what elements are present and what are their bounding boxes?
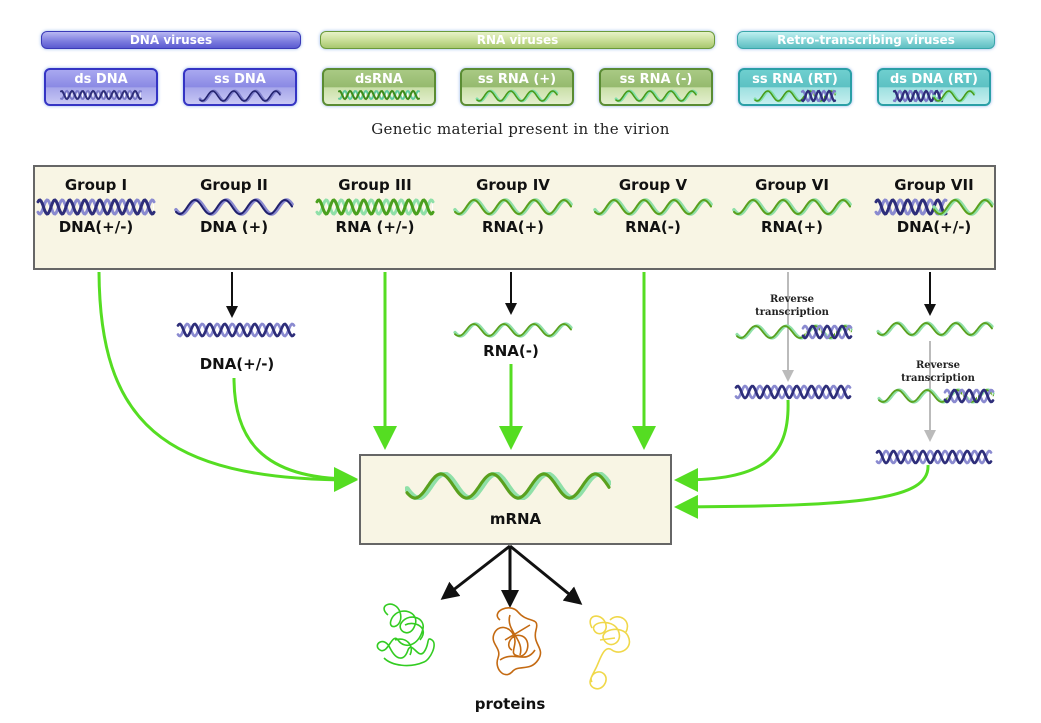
- group-name: Group I: [64, 176, 128, 194]
- dna-rna-hybrid-icon: [874, 198, 994, 216]
- ds-dna-helix-icon: [176, 322, 296, 338]
- protein-green-icon: [376, 603, 435, 667]
- group-name: Group VI: [755, 176, 829, 194]
- group-genome: RNA(-): [625, 218, 681, 236]
- rna-dna-hybrid-icon: [753, 89, 837, 103]
- ss-rna-strand-icon: [475, 89, 559, 103]
- tile-label: ss RNA (+): [477, 72, 557, 87]
- group-ii: Group II DNA (+): [169, 176, 299, 236]
- group-iii: Group III RNA (+/-): [310, 176, 440, 236]
- group-name: Group II: [200, 176, 268, 194]
- ds-rna-helix-icon: [338, 89, 420, 101]
- arrow-group-vi-dna-to-mrna: [674, 399, 790, 492]
- category-dna-viruses: DNA viruses: [41, 31, 301, 49]
- arrow-mrna-to-protein-1: [440, 544, 511, 600]
- ss-rna-strand-icon: [732, 198, 852, 216]
- dna-rna-hybrid-icon: [892, 89, 976, 103]
- tile-ss-dna: ss DNA: [183, 68, 297, 106]
- tile-ds-dna: ds DNA: [44, 68, 158, 106]
- group-vii: Group VII DNA(+/-): [869, 176, 999, 236]
- protein-yellow-icon: [589, 615, 631, 690]
- ss-rna-strand-icon: [453, 322, 573, 338]
- ds-dna-helix-icon: [734, 384, 852, 400]
- tile-dsrna: dsRNA: [322, 68, 436, 106]
- arrow-group-ii-intermediate-to-mrna: [232, 377, 358, 491]
- category-retro-transcribing-viruses: Retro-transcribing viruses: [737, 31, 995, 49]
- group-ii-intermediate-label: DNA(+/-): [199, 355, 275, 373]
- group-genome: DNA(+/-): [58, 218, 134, 236]
- group-vi: Group VI RNA(+): [727, 176, 857, 236]
- arrow-group-vii-dna-to-mrna: [674, 464, 930, 519]
- rna-dna-hybrid-icon: [735, 324, 853, 340]
- tile-ds-dna-rt: ds DNA (RT): [877, 68, 991, 106]
- tile-label: ss RNA (RT): [752, 72, 838, 87]
- ss-rna-strand-icon: [614, 89, 698, 103]
- ss-rna-strand-icon: [593, 198, 713, 216]
- ss-dna-strand-icon: [198, 89, 282, 103]
- tile-label: ds DNA: [74, 72, 128, 87]
- ds-dna-helix-icon: [60, 89, 142, 101]
- group-name: Group VII: [894, 176, 974, 194]
- group-genome: RNA (+/-): [335, 218, 415, 236]
- tile-ss-rna-plus: ss RNA (+): [460, 68, 574, 106]
- ds-dna-helix-icon: [36, 198, 156, 216]
- rna-dna-hybrid-icon: [877, 388, 995, 404]
- group-genome: DNA (+): [199, 218, 269, 236]
- mrna-strand-icon: [405, 472, 611, 500]
- group-name: Group IV: [476, 176, 550, 194]
- group-i: Group I DNA(+/-): [31, 176, 161, 236]
- ss-rna-strand-icon: [453, 198, 573, 216]
- tile-label: ss DNA: [214, 72, 266, 87]
- tile-label: dsRNA: [355, 72, 403, 87]
- group-vi-reverse-transcription-label: Reverse transcription: [755, 294, 829, 318]
- group-name: Group III: [338, 176, 412, 194]
- protein-orange-icon: [492, 607, 542, 676]
- baltimore-groups-box: [33, 165, 996, 270]
- arrow-mrna-to-protein-3: [509, 544, 583, 605]
- tile-label: ss RNA (-): [619, 72, 693, 87]
- tile-ss-rna-minus: ss RNA (-): [599, 68, 713, 106]
- group-iv-intermediate-label: RNA(-): [483, 342, 539, 360]
- group-vii-reverse-transcription-label: Reverse transcription: [901, 360, 975, 384]
- subtitle: Genetic material present in the virion: [371, 120, 670, 138]
- group-v: Group V RNA(-): [588, 176, 718, 236]
- ds-dna-helix-icon: [875, 449, 993, 465]
- ss-rna-strand-icon: [876, 321, 994, 337]
- group-iv: Group IV RNA(+): [448, 176, 578, 236]
- category-rna-viruses: RNA viruses: [320, 31, 715, 49]
- ss-dna-strand-icon: [174, 198, 294, 216]
- tile-label: ds DNA (RT): [889, 72, 978, 87]
- tile-ss-rna-rt: ss RNA (RT): [738, 68, 852, 106]
- proteins-label: proteins: [474, 695, 546, 713]
- mrna-label: mRNA: [489, 510, 542, 528]
- group-genome: RNA(+): [761, 218, 823, 236]
- ds-rna-helix-icon: [315, 198, 435, 216]
- group-genome: DNA(+/-): [896, 218, 972, 236]
- arrow-group-i-to-mrna: [97, 271, 358, 492]
- group-genome: RNA(+): [482, 218, 544, 236]
- group-name: Group V: [618, 176, 688, 194]
- mrna-box: mRNA: [359, 454, 672, 545]
